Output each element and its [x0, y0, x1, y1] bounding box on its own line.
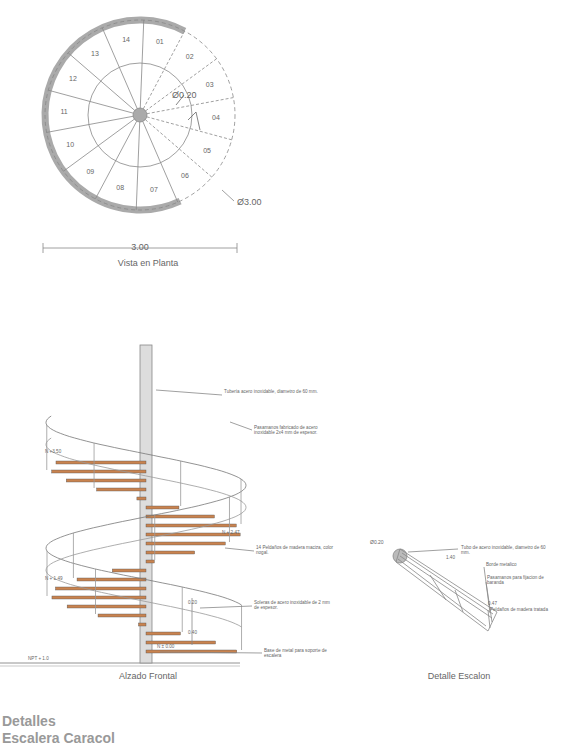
- step-number: 03: [206, 81, 214, 89]
- baluster: [94, 443, 95, 488]
- view-title: Ø3.00: [237, 197, 262, 207]
- step-number: 13: [91, 50, 99, 58]
- view-title: 3.00: [131, 242, 149, 252]
- step-tread: [146, 515, 214, 518]
- step-number: 02: [186, 53, 194, 61]
- step-tread: [56, 461, 146, 464]
- step-tread: [138, 623, 146, 626]
- step-tread: [67, 605, 146, 608]
- step-number: 04: [212, 114, 220, 122]
- callout-text: 14 Peldaños de madera maciza, color noga…: [256, 545, 334, 556]
- step-tread: [97, 488, 146, 491]
- step-line: [143, 121, 178, 202]
- view-title: Ø0.20: [172, 90, 197, 100]
- step-number: 09: [86, 168, 94, 176]
- handrail: [46, 416, 246, 605]
- baluster: [180, 461, 181, 506]
- step-tread: [137, 497, 146, 500]
- callout-text: 0.40: [188, 630, 197, 635]
- step-line: [136, 122, 140, 210]
- step-line: [68, 53, 135, 111]
- callout-text: Borde metalico: [486, 562, 517, 567]
- baluster: [95, 569, 96, 614]
- callout-text: 1.40: [446, 555, 455, 560]
- step-number: 14: [122, 36, 130, 44]
- step-line: [146, 59, 217, 111]
- callout-text: 0.20: [188, 600, 197, 605]
- step-number: 12: [69, 75, 77, 83]
- step-number: 11: [60, 108, 67, 116]
- callout-text: Peldaños de madera tratada: [490, 607, 550, 612]
- callout-text: Ø0.20: [370, 540, 384, 546]
- step-tread: [146, 506, 179, 509]
- callout-text: Base de metal para soporte de escalera: [264, 648, 344, 659]
- callout-text: Pasamanos para fijacion de baranda: [487, 575, 547, 586]
- callout-text: Tubería acero inoxidable, diametro de 60…: [224, 389, 339, 394]
- baluster: [154, 515, 155, 560]
- step-line: [102, 28, 137, 109]
- callout-text: N + 2.47: [222, 530, 240, 535]
- callout-text: Soleras de acero inoxidable de 2 mm de e…: [254, 600, 332, 611]
- step-tread: [146, 524, 236, 527]
- step-number: 01: [156, 38, 164, 46]
- view-title: Vista en Planta: [118, 258, 178, 268]
- callout-text: N +3.50: [45, 449, 61, 454]
- callout-text: 0.47: [488, 601, 497, 606]
- step-line: [140, 20, 144, 108]
- step-tread: [55, 587, 146, 590]
- step-tread: [77, 578, 146, 581]
- sheet-title: Detalles: [2, 713, 56, 729]
- step-tread: [66, 479, 146, 482]
- handrail: [46, 438, 246, 627]
- view-title: Detalle Escalon: [428, 671, 491, 681]
- baluster: [46, 425, 47, 470]
- view-title: Alzado Frontal: [119, 671, 177, 681]
- baluster: [47, 551, 48, 596]
- step-line: [145, 120, 212, 178]
- baluster: [229, 497, 230, 542]
- step-number: 06: [181, 172, 189, 180]
- step-detail: [393, 549, 497, 631]
- step-tread: [146, 560, 154, 563]
- step-tread: [98, 614, 146, 617]
- step-tread: [112, 569, 146, 572]
- step-number: 05: [203, 147, 211, 155]
- baluster: [182, 587, 183, 632]
- baluster: [73, 533, 74, 578]
- baluster: [241, 605, 242, 650]
- callout-text: N ± 0.00: [157, 644, 174, 649]
- sheet-caption: Escalera Caracol: [2, 730, 115, 746]
- step-tread: [146, 542, 225, 545]
- callout-text: Pasamanos fabricado de acero inoxidable …: [254, 425, 334, 436]
- callout-text: NPT + 1.0: [28, 656, 49, 661]
- callout-text: N + 1.49: [45, 576, 63, 581]
- step-tread: [146, 641, 216, 644]
- callout-text: Tubo de acero inoxidable, diametro de 60…: [461, 545, 551, 556]
- step-tread: [146, 551, 195, 554]
- plan-view: [43, 20, 237, 253]
- step-tread: [52, 470, 146, 473]
- front-elevation: [0, 345, 262, 666]
- step-number: 07: [150, 186, 158, 194]
- step-number: 10: [66, 141, 74, 149]
- step-number: 08: [116, 184, 124, 192]
- step-tread: [146, 632, 180, 635]
- step-line: [95, 121, 136, 199]
- baluster: [241, 479, 242, 524]
